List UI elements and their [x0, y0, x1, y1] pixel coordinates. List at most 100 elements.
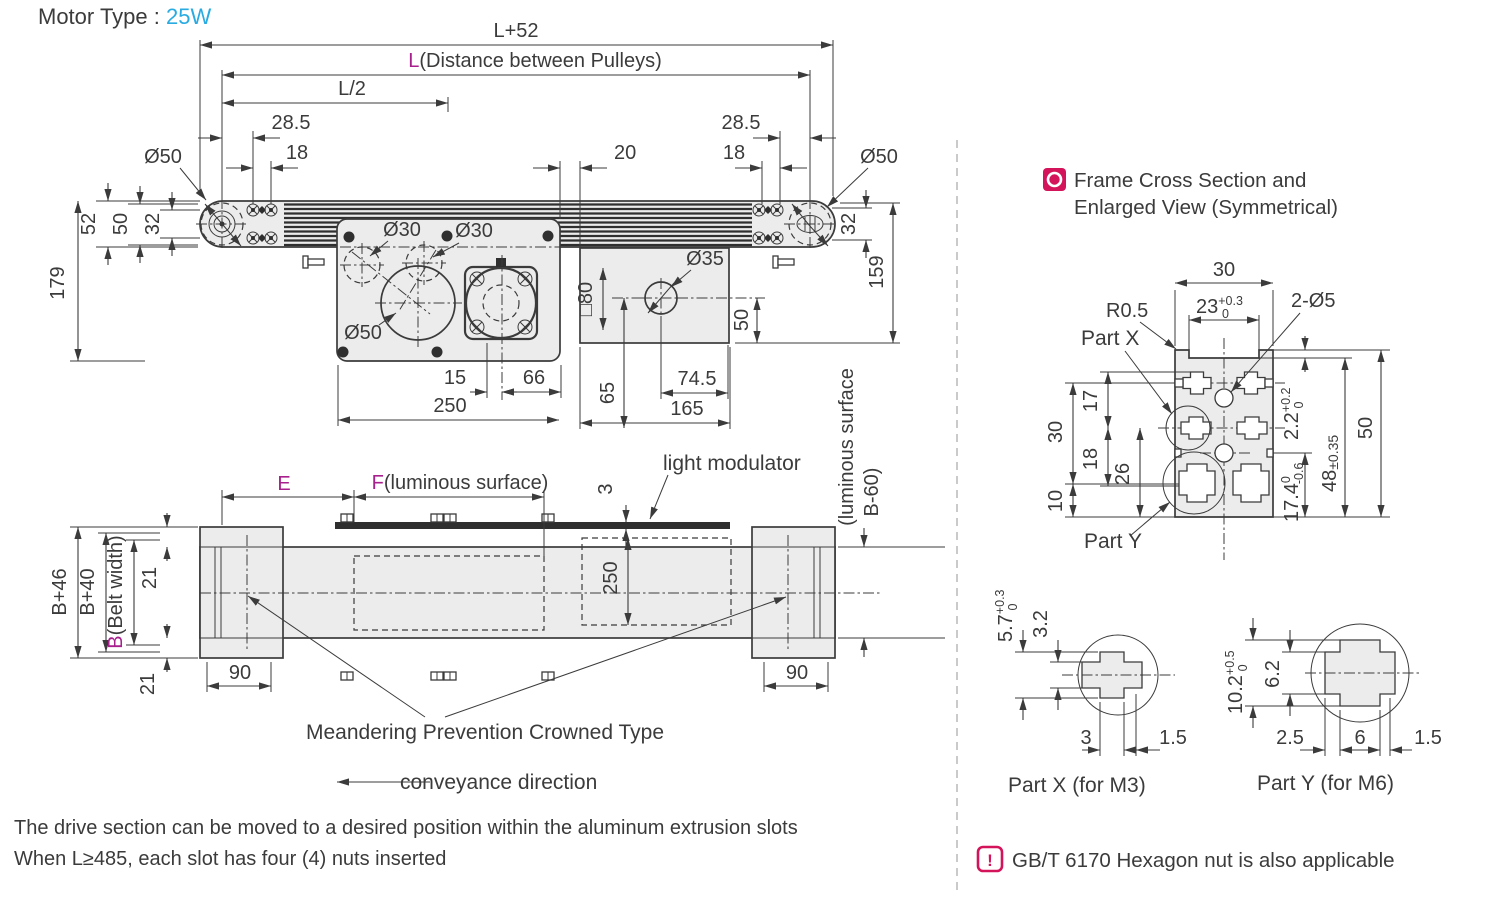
right-pulley [784, 198, 836, 250]
dim-30-left: 30 [1045, 421, 1067, 443]
dim-dia30-a: Ø30 [383, 219, 421, 241]
dim-285-right: 28.5 [722, 112, 761, 134]
dim-b60: B-60) [861, 468, 883, 517]
bottom-view: E F(luminous surface) light modulator 3 … [49, 368, 945, 794]
dim-250: 250 [433, 395, 466, 417]
exclamation-icon [976, 845, 1004, 873]
dim-48-tol: 48±0.35 [1319, 435, 1341, 492]
dim-285-left: 28.5 [272, 112, 311, 134]
note-line-1: The drive section can be moved to a desi… [14, 817, 798, 839]
part-y-caption: Part Y (for M6) [1257, 772, 1394, 795]
dim-57-tol: 5.7+0.30 [993, 589, 1020, 642]
part-x-callout-circle [1165, 405, 1211, 451]
part-y-label: Part Y [1084, 530, 1142, 553]
dim-102-tol: 10.2+0.50 [1223, 650, 1250, 714]
t-slots [1174, 371, 1274, 503]
dim-52: 52 [78, 213, 100, 235]
part-x-label: Part X [1081, 327, 1139, 350]
dim-square-80: □80 [575, 282, 597, 316]
dim-dia50-right: Ø50 [860, 146, 898, 168]
dim-65: 65 [597, 382, 619, 404]
dim-f: F(luminous surface) [372, 472, 549, 494]
conveyance-direction-label: conveyance direction [400, 771, 597, 794]
crowned-type-caption: Meandering Prevention Crowned Type [306, 721, 664, 744]
dim-32-left: 32 [142, 213, 164, 235]
section-heading-1: Frame Cross Section and [1074, 169, 1306, 192]
part-x-caption: Part X (for M3) [1008, 774, 1146, 797]
plan-dimensions: L+52 L(Distance between Pulleys) L/2 28.… [47, 20, 900, 429]
dim-32-right: 32 [838, 213, 860, 235]
dim-l52: L+52 [493, 20, 538, 42]
luminous-surface-rotated: (luminous surface [836, 368, 858, 526]
dim-b-belt-width: B(Belt width) [105, 535, 127, 648]
dim-10: 10 [1045, 490, 1067, 512]
footnote: ! GB/T 6170 Hexagon nut is also applicab… [976, 845, 1395, 873]
dim-90-left: 90 [229, 662, 251, 684]
tensioner-bolt-right [772, 255, 795, 269]
dim-745: 74.5 [678, 368, 717, 390]
tensioner-bolt-left [302, 255, 325, 269]
dim-dia50-left: Ø50 [144, 146, 182, 168]
dim-26: 26 [1112, 463, 1134, 485]
dim-30-top: 30 [1213, 259, 1235, 281]
cross-section: Frame Cross Section and Enlarged View (S… [1043, 168, 1390, 560]
left-pulley [196, 198, 248, 250]
bottom-dimensions: E F(luminous surface) light modulator 3 … [49, 368, 945, 794]
luminous-zone-right [581, 537, 732, 626]
dim-50-box: 50 [731, 309, 753, 331]
dim-22-tol: 2.2+0.20 [1279, 387, 1306, 440]
circle-icon [1046, 171, 1063, 188]
dim-21-top: 21 [139, 567, 161, 589]
dim-r05: R0.5 [1106, 300, 1148, 322]
dim-50-left: 50 [110, 213, 132, 235]
drive-section-plate [336, 218, 575, 400]
dim-l2: L/2 [338, 78, 366, 100]
dim-b46: B+46 [49, 568, 71, 615]
dim-20: 20 [614, 142, 636, 164]
dim-dia30-b: Ø30 [455, 220, 493, 242]
dim-18-left: 18 [286, 142, 308, 164]
part-x-detail: 5.7+0.30 3.2 3 1.5 Part X (for M3) [993, 589, 1187, 797]
dim-50-section: 50 [1355, 417, 1377, 439]
dim-b40: B+40 [77, 568, 99, 615]
section-bullet-icon [1043, 168, 1066, 191]
dim-18-section: 18 [1080, 448, 1102, 470]
dim-2-dia5: 2-Ø5 [1291, 290, 1335, 312]
note-line-2: When L≥485, each slot has four (4) nuts … [14, 848, 446, 870]
dim-62-slot: 6.2 [1262, 660, 1284, 688]
dim-15-slot-x: 1.5 [1159, 727, 1187, 749]
dim-dia35: Ø35 [686, 248, 724, 270]
dim-25-slot: 2.5 [1276, 727, 1304, 749]
plan-view: L+52 L(Distance between Pulleys) L/2 28.… [47, 20, 900, 429]
dim-165: 165 [670, 398, 703, 420]
footnote-text: GB/T 6170 Hexagon nut is also applicable [1012, 849, 1395, 872]
dim-21-bottom: 21 [137, 673, 159, 695]
section-heading-2: Enlarged View (Symmetrical) [1074, 196, 1338, 219]
dim-90-right: 90 [786, 662, 808, 684]
light-modulator-strip [335, 522, 730, 529]
exclamation-glyph: ! [987, 851, 993, 870]
dim-179: 179 [47, 266, 69, 299]
part-y-callout-circle [1162, 451, 1226, 515]
part-y-detail: 10.2+0.50 6.2 2.5 6 1.5 Part Y (for M6) [1223, 618, 1442, 795]
dim-250-luminous: 250 [600, 561, 622, 594]
dim-18-right: 18 [723, 142, 745, 164]
dim-17: 17 [1080, 390, 1102, 412]
dim-159: 159 [866, 255, 888, 288]
luminous-zone-left [353, 555, 545, 631]
motor-type-value: 25W [166, 4, 211, 29]
dim-dia50-drive: Ø50 [344, 322, 382, 344]
dim-174-tol: 17.40-0.6 [1279, 463, 1306, 522]
dim-6-slot: 6 [1354, 727, 1365, 749]
dim-3-slot: 3 [1080, 727, 1091, 749]
dim-15-slot-y: 1.5 [1414, 727, 1442, 749]
light-modulator-label: light modulator [663, 452, 801, 475]
dim-l: L(Distance between Pulleys) [408, 50, 661, 72]
dim-32-slot: 3.2 [1030, 610, 1052, 638]
dim-66: 66 [523, 367, 545, 389]
page-title: Motor Type : 25W [38, 4, 211, 29]
dim-15: 15 [444, 367, 466, 389]
